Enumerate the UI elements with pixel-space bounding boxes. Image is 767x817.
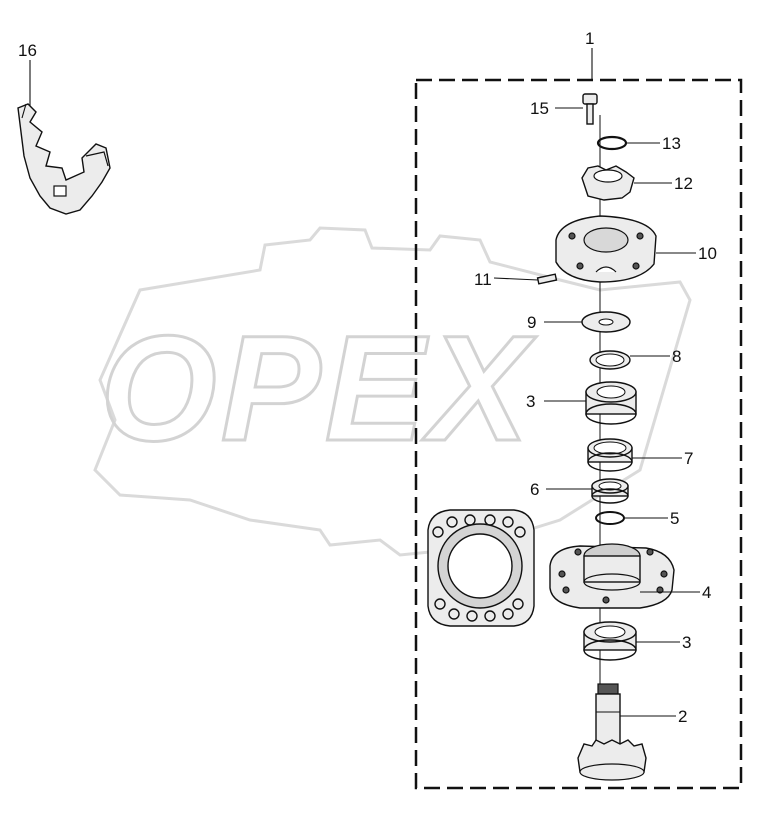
callout-4: 4	[702, 583, 711, 602]
callout-3-lower: 3	[682, 633, 691, 652]
callout-16: 16	[18, 41, 37, 60]
part-16-tool: 16	[17, 41, 111, 215]
part-4-housing: 4	[549, 543, 711, 609]
part-15-bolt: 15	[530, 93, 598, 125]
part-4-housing-front-view	[427, 509, 535, 627]
watermark: OPEX	[93, 226, 692, 557]
callout-3-upper: 3	[526, 392, 535, 411]
part-12-nut: 12	[581, 165, 693, 201]
callout-13: 13	[662, 134, 681, 153]
callout-5: 5	[670, 509, 679, 528]
callout-1: 1	[585, 29, 594, 48]
part-5-ring: 5	[595, 509, 679, 528]
callout-11: 11	[474, 270, 492, 289]
part-2-shaft: 2	[577, 683, 687, 781]
watermark-gear-outline	[93, 226, 692, 557]
part-10-cover: 10	[555, 215, 717, 283]
part-3-bearing-upper: 3	[526, 381, 637, 425]
part-8-seal: 8	[589, 347, 681, 370]
assembly-boundary	[414, 78, 743, 790]
watermark-text: OPEX	[100, 304, 537, 472]
part-11-pin: 11	[474, 270, 558, 289]
callout-2: 2	[678, 707, 687, 726]
part-9-washer: 9	[527, 311, 631, 333]
callout-10: 10	[698, 244, 717, 263]
part-7-race: 7	[587, 438, 693, 472]
callout-12: 12	[674, 174, 693, 193]
part-6-race: 6	[530, 478, 629, 504]
callout-15: 15	[530, 99, 549, 118]
callout-8: 8	[672, 347, 681, 366]
part-13-ring: 13	[596, 134, 681, 153]
callout-7: 7	[684, 449, 693, 468]
callout-6: 6	[530, 480, 539, 499]
callout-9: 9	[527, 313, 536, 332]
part-3-bearing-lower: 3	[583, 621, 691, 661]
